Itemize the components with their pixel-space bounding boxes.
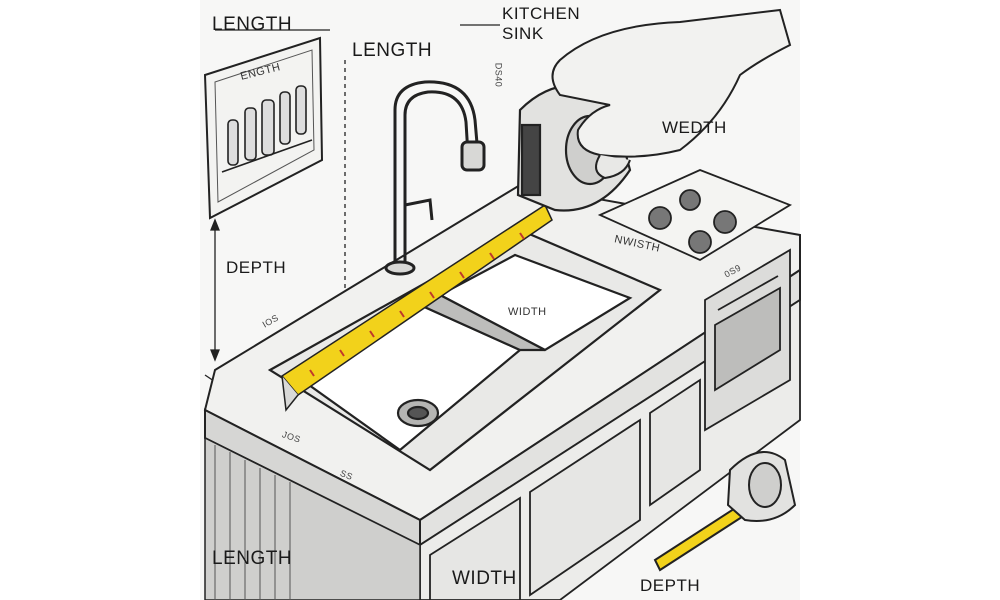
label-kitchen-sink-line1: KITCHEN: [502, 4, 581, 23]
burner-icon: [648, 206, 672, 230]
wall-sign: [203, 36, 324, 220]
burner-icon: [679, 189, 701, 211]
label-kitchen-sink-line2: SINK: [502, 24, 544, 43]
label-length-bottom-left: LENGTH: [212, 548, 293, 569]
measuring-tape: [280, 203, 553, 412]
scribble-ds40: DS40: [493, 62, 504, 88]
hand: [551, 8, 792, 180]
label-length-wall: LENGTH: [352, 40, 433, 61]
small-tape-measure: [653, 451, 797, 572]
burner-icon: [688, 230, 712, 254]
label-depth-left: DEPTH: [226, 258, 287, 277]
utensils-icon: [221, 85, 313, 173]
cabinets: [419, 248, 801, 600]
oven: [704, 248, 791, 432]
label-depth-bottom-right: DEPTH: [640, 576, 701, 595]
stovetop: [597, 169, 793, 262]
sink: [267, 228, 663, 472]
label-length-top-left: LENGTH: [212, 14, 293, 35]
faucet: [384, 80, 486, 276]
drain-icon: [396, 398, 440, 428]
cabinet-side: [204, 436, 421, 600]
cabinet-side-hatching: [214, 445, 291, 600]
label-width-inside-sink: WIDTH: [508, 306, 547, 318]
burner-icon: [713, 210, 737, 234]
label-width-top-right: WEDTH: [662, 118, 727, 137]
label-width-bottom: WIDTH: [452, 568, 517, 589]
